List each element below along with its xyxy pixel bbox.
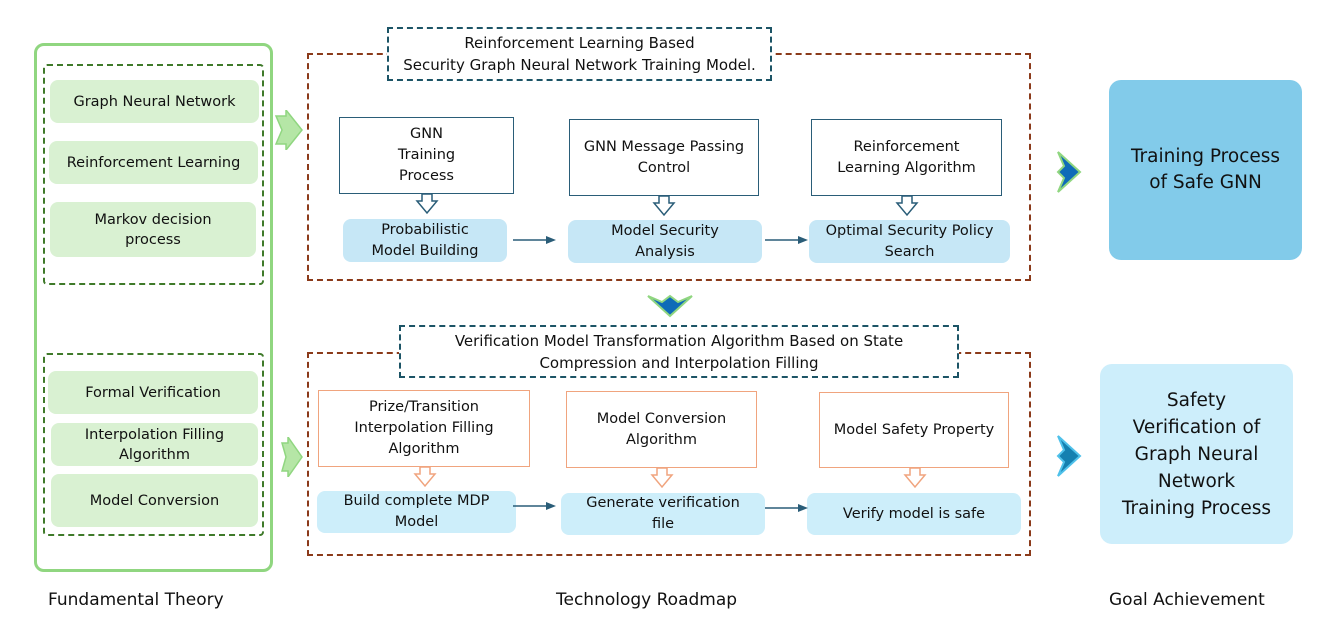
input-box: GNN Training Process xyxy=(339,117,514,194)
arrow-right-icon xyxy=(513,502,556,510)
input-box: Model Conversion Algorithm xyxy=(566,391,757,468)
input-box: Prize/Transition Interpolation Filling A… xyxy=(318,390,530,467)
step-box: Model Security Analysis xyxy=(568,220,762,263)
step-box: Probabilistic Model Building xyxy=(343,219,507,262)
theory-item: Graph Neural Network xyxy=(50,80,259,123)
theory-item: Model Conversion xyxy=(51,474,258,527)
arrow-down-icon xyxy=(413,466,437,488)
goal-box: Safety Verification of Graph Neural Netw… xyxy=(1100,364,1293,544)
arrow-right-icon xyxy=(281,437,303,477)
step-box: Optimal Security Policy Search xyxy=(809,220,1010,263)
step-box: Generate verification file xyxy=(561,493,765,535)
arrow-right-icon xyxy=(765,504,808,512)
arrow-right-icon xyxy=(1056,435,1082,477)
arrow-down-icon xyxy=(903,467,927,489)
section-2-title: Verification Model Transformation Algori… xyxy=(399,325,959,378)
theory-item: Interpolation Filling Algorithm xyxy=(51,423,258,466)
arrow-right-icon xyxy=(1056,151,1082,193)
input-box: Reinforcement Learning Algorithm xyxy=(811,119,1002,196)
arrow-down-icon xyxy=(650,467,674,489)
arrow-down-icon xyxy=(895,195,919,217)
section-1-title: Reinforcement Learning Based Security Gr… xyxy=(387,27,772,81)
theory-item: Formal Verification xyxy=(48,371,258,414)
arrow-right-icon xyxy=(274,110,303,150)
arrow-right-icon xyxy=(513,236,556,244)
theory-item: Reinforcement Learning xyxy=(49,141,258,184)
theory-item: Markov decision process xyxy=(50,202,256,257)
theory-group-2 xyxy=(43,353,264,536)
goal-box: Training Process of Safe GNN xyxy=(1109,80,1302,260)
theory-group-1 xyxy=(43,64,264,285)
arrow-down-icon xyxy=(647,294,693,318)
arrow-down-icon xyxy=(415,193,439,215)
fundamental-theory-panel xyxy=(34,43,273,572)
input-box: Model Safety Property xyxy=(819,392,1009,468)
arrow-right-icon xyxy=(765,236,808,244)
column-label: Technology Roadmap xyxy=(556,590,738,610)
column-label: Goal Achievement xyxy=(1109,590,1265,610)
input-box: GNN Message Passing Control xyxy=(569,119,759,196)
column-label: Fundamental Theory xyxy=(48,590,224,610)
arrow-down-icon xyxy=(652,195,676,217)
step-box: Verify model is safe xyxy=(807,493,1021,535)
step-box: Build complete MDP Model xyxy=(317,491,516,533)
